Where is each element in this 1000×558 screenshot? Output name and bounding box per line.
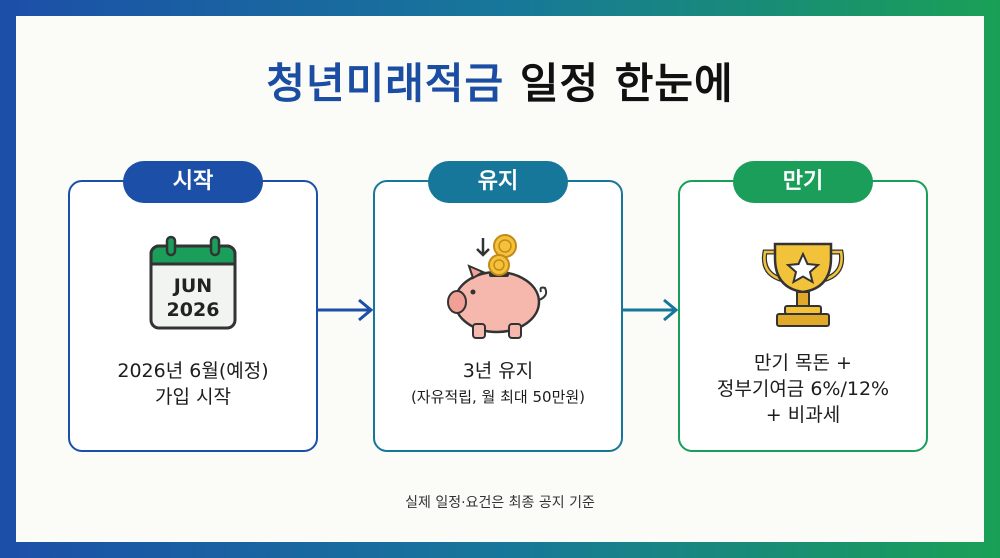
step-description-maturity: 만기 목돈 + 정부기여금 6%/12% + 비과세 (680, 350, 926, 428)
step-line: + 비과세 (765, 404, 841, 426)
step-line: 3년 유지 (462, 360, 534, 382)
step-line: 정부기여금 6%/12% (716, 378, 890, 400)
calendar-icon: JUN 2026 (149, 235, 237, 330)
step-badge-start: 시작 (123, 161, 263, 203)
arrow-right-icon (317, 298, 374, 322)
step-line: 가입 시작 (155, 386, 231, 408)
calendar-month: JUN (172, 275, 212, 297)
piggy-bank-icon (447, 234, 548, 339)
title-rest: 일정 한눈에 (519, 59, 734, 108)
step-badge-maintain: 유지 (428, 161, 568, 203)
step-line: 2026년 6월(예정) (117, 360, 269, 382)
page-title: 청년미래적금 일정 한눈에 (0, 50, 1000, 111)
step-description-maintain: 3년 유지 (자유적립, 월 최대 50만원) (375, 358, 621, 410)
title-highlight: 청년미래적금 (266, 59, 505, 108)
step-card-maintain: 유지 3년 유지 (자유 (373, 161, 623, 452)
footnote: 실제 일정·요건은 최종 공지 기준 (405, 495, 595, 511)
step-badge-maturity: 만기 (733, 161, 873, 203)
trophy-icon (761, 242, 845, 327)
step-card-maturity: 만기 만기 목돈 + 정부기여금 6%/12% + 비과세 (678, 161, 928, 452)
step-card-start: 시작 JUN 2026 2026년 6월(예정) 가입 시작 (68, 161, 318, 452)
calendar-year: 2026 (167, 299, 220, 321)
step-line: 만기 목돈 + (754, 352, 852, 374)
step-description-start: 2026년 6월(예정) 가입 시작 (70, 358, 316, 410)
step-subline: (자유적립, 월 최대 50만원) (410, 388, 586, 406)
arrow-right-icon (622, 298, 679, 322)
